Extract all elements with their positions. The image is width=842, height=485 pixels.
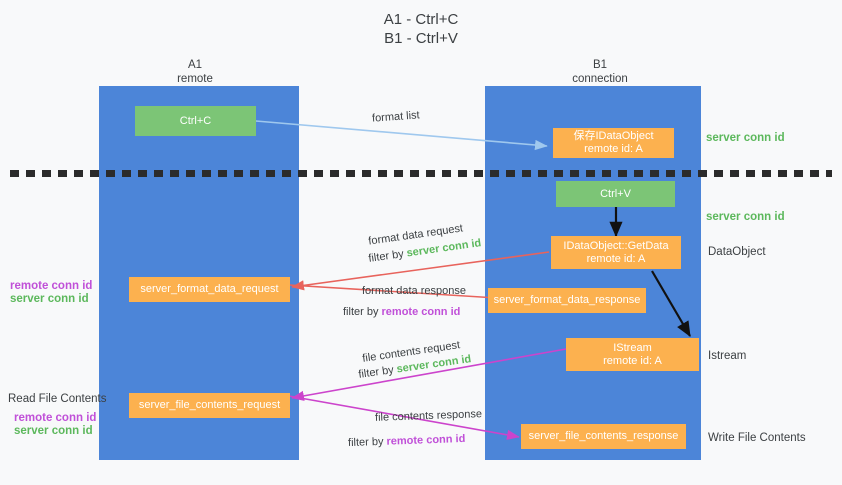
- label-remote-conn-id-upper: remote conn id: [10, 280, 93, 292]
- filter-value-2: remote conn id: [381, 306, 461, 318]
- label-remote-conn-id-lower: remote conn id: [14, 412, 97, 424]
- filter-prefix-3: filter by: [357, 363, 398, 381]
- label-write-file-contents: Write File Contents: [708, 432, 806, 444]
- node-server-file-contents-response[interactable]: server_file_contents_response: [521, 424, 686, 449]
- node-ctrl-v[interactable]: Ctrl+V: [556, 181, 675, 207]
- node-server-format-data-response[interactable]: server_format_data_response: [488, 288, 646, 313]
- diagram-title: A1 - Ctrl+C B1 - Ctrl+V: [383, 11, 459, 47]
- label-read-file-contents: Read File Contents: [8, 393, 107, 405]
- node-idataobject-getdata[interactable]: IDataObject::GetData remote id: A: [551, 236, 681, 269]
- label-server-conn-id-top: server conn id: [706, 132, 785, 144]
- label-server-conn-id-upper: server conn id: [10, 293, 89, 305]
- label-dataobject: DataObject: [708, 246, 766, 258]
- label-server-conn-id-second: server conn id: [706, 211, 785, 223]
- column-header-b1: B1 connection: [572, 59, 628, 85]
- edge-label-file-contents-response: file contents response: [374, 408, 483, 424]
- filter-prefix-1: filter by: [367, 247, 408, 265]
- node-istream[interactable]: IStream remote id: A: [566, 338, 699, 371]
- filter-prefix-2: filter by: [343, 306, 382, 318]
- label-server-conn-id-lower: server conn id: [14, 425, 93, 437]
- edge-label-format-list: format list: [371, 109, 421, 125]
- filter-value-4: remote conn id: [386, 432, 466, 448]
- node-ctrl-c[interactable]: Ctrl+C: [135, 106, 256, 136]
- edge-label-format-data-response: format data response: [362, 285, 466, 297]
- boundary-divider: [10, 170, 832, 177]
- edge-label-file-contents-response-filter: filter by remote conn id: [348, 432, 466, 450]
- edge-label-format-data-response-filter: filter by remote conn id: [343, 305, 460, 319]
- column-header-a1: A1 remote: [177, 59, 213, 85]
- filter-prefix-4: filter by: [347, 435, 387, 450]
- node-server-file-contents-request[interactable]: server_file_contents_request: [129, 393, 290, 418]
- label-istream: Istream: [708, 350, 747, 362]
- node-server-format-data-request[interactable]: server_format_data_request: [129, 277, 290, 302]
- node-save-idataobject[interactable]: 保存IDataObject remote id: A: [553, 128, 674, 158]
